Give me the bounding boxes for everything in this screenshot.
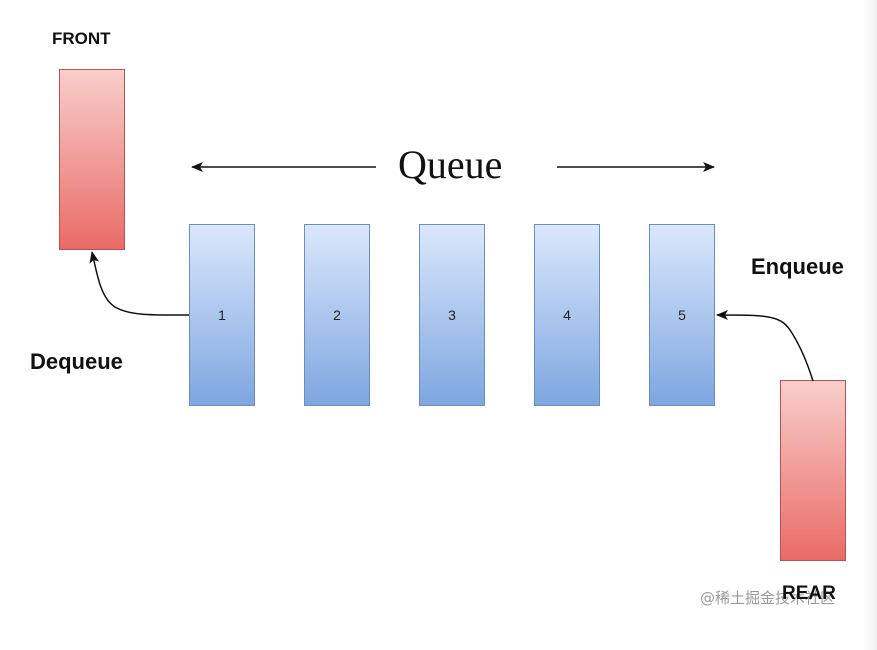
queue-element-label: 1 [218, 307, 226, 323]
queue-element-2: 2 [304, 224, 370, 406]
queue-element-label: 2 [333, 307, 341, 323]
queue-element-4: 4 [534, 224, 600, 406]
front-pointer-box [59, 69, 125, 250]
rear-pointer-box [780, 380, 846, 561]
page-edge-shade [863, 0, 877, 650]
queue-title: Queue [398, 142, 503, 187]
queue-element-label: 4 [563, 307, 571, 323]
front-label: FRONT [52, 29, 111, 48]
queue-element-5: 5 [649, 224, 715, 406]
watermark: @稀土掘金技术社区 [700, 589, 836, 607]
enqueue-arrow [716, 310, 814, 382]
enqueue-label: Enqueue [751, 254, 844, 279]
queue-element-3: 3 [419, 224, 485, 406]
queue-element-label: 3 [448, 307, 456, 323]
rear-label: REAR [782, 583, 836, 604]
queue-element-1: 1 [189, 224, 255, 406]
dequeue-arrow [89, 251, 190, 316]
queue-element-label: 5 [678, 307, 686, 323]
dequeue-label: Dequeue [30, 349, 123, 374]
